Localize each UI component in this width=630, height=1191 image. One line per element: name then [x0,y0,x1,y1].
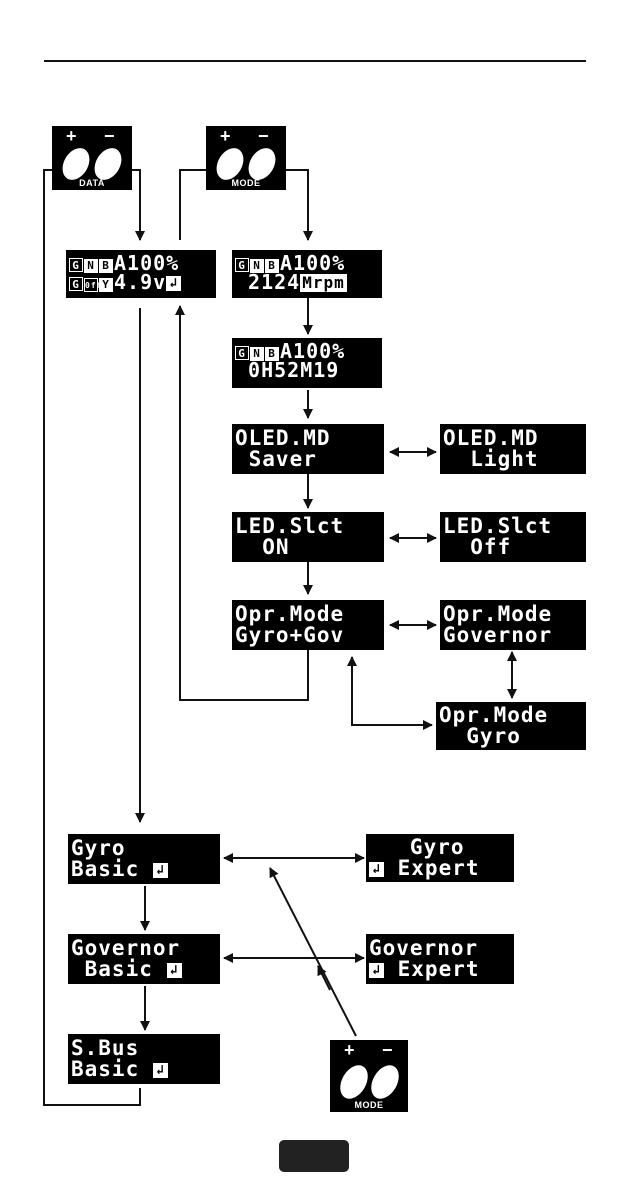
gyro-expert-value: Expert [384,856,480,880]
screen-sbus-basic: S.Bus Basic ↲ [68,1034,220,1084]
rpm-unit: Mrpm [300,274,347,292]
mode-label: MODE [206,178,286,188]
screen-opr-gyrogov: Opr.Mode Gyro+Gov [232,600,384,650]
mode-button-pad-top[interactable]: + − MODE [206,126,286,190]
mode-label: MODE [330,1100,408,1110]
opr-value: Gyro [439,726,583,747]
y-icon: Y [99,278,113,292]
plus-icon[interactable]: + [220,126,231,147]
screen-opr-gyro: Opr.Mode Gyro [436,702,586,750]
enter-icon: ↲ [167,963,182,978]
sbus-basic-row2: Basic ↲ [71,1059,217,1080]
enter-icon: ↲ [369,963,384,978]
screen-led-on: LED.Slct ON [232,512,384,562]
screen-governor-expert: Governor ↲ Expert [366,934,514,984]
screen-oled-saver: OLED.MD Saver [232,424,384,474]
data-label: DATA [52,178,132,188]
gyro-basic-row2: Basic ↲ [71,859,217,880]
enter-icon: ↲ [153,1063,168,1078]
plus-icon[interactable]: + [344,1040,355,1061]
gyro-to-gyrogov-line [352,657,430,725]
mode-button-pad-bottom[interactable]: + − MODE [330,1040,408,1112]
data-button-pad[interactable]: + − DATA [52,126,132,190]
minus-icon[interactable]: − [382,1040,393,1061]
opr-title: Opr.Mode [443,604,583,625]
gyro-expert-row2: ↲ Expert [369,858,511,879]
enter-icon: ↲ [369,862,384,877]
governor-basic-title: Governor [71,938,217,959]
n-icon: N [84,259,98,273]
enter-icon: ↲ [166,276,181,291]
governor-expert-value: Expert [384,957,480,981]
sbus-basic-value: Basic [71,1057,139,1081]
led-value: ON [235,537,381,558]
b-icon: B [99,259,113,273]
mode-pointer-line-1 [270,868,356,1036]
plus-icon[interactable]: + [66,126,77,147]
screen-gyro-basic: Gyro Basic ↲ [68,834,220,884]
time-value: 0H52M19 [235,361,379,380]
minus-icon[interactable]: − [258,126,269,147]
governor-expert-title: Governor [369,938,511,959]
screen-gyro-expert: Gyro ↲ Expert [366,834,514,882]
led-title: LED.Slct [443,516,583,537]
minus-icon[interactable]: − [104,126,115,147]
screen-governor-basic: Governor Basic ↲ [68,934,220,984]
opr-title: Opr.Mode [439,705,583,726]
opr-value: Governor [443,625,583,646]
oled-title: OLED.MD [443,428,583,449]
off-icon: 0ff [84,278,98,292]
voltage-value: 4.9v [114,270,166,294]
screen-opr-governor: Opr.Mode Governor [440,600,586,650]
gyro-basic-title: Gyro [71,838,217,859]
gyro-basic-value: Basic [71,857,139,881]
governor-basic-row2: Basic ↲ [71,959,217,980]
oled-title: OLED.MD [235,428,381,449]
opr-value: Gyro+Gov [235,625,381,646]
oled-value: Light [443,449,583,470]
page-number-tab [279,1140,349,1172]
enter-icon: ↲ [153,863,168,878]
led-value: Off [443,537,583,558]
screen-led-off: LED.Slct Off [440,512,586,562]
gyro-expert-title: Gyro [369,837,511,858]
led-title: LED.Slct [235,516,381,537]
sbus-basic-title: S.Bus [71,1038,217,1059]
governor-expert-row2: ↲ Expert [369,959,511,980]
gyro-icon: G [69,258,83,272]
rpm-value: 2124 [235,270,300,294]
screen-oled-light: OLED.MD Light [440,424,586,474]
opr-title: Opr.Mode [235,604,381,625]
gyro-icon: G [69,277,83,291]
governor-basic-value: Basic [71,957,153,981]
oled-value: Saver [235,449,381,470]
mode-pointer-line-2 [318,966,330,990]
